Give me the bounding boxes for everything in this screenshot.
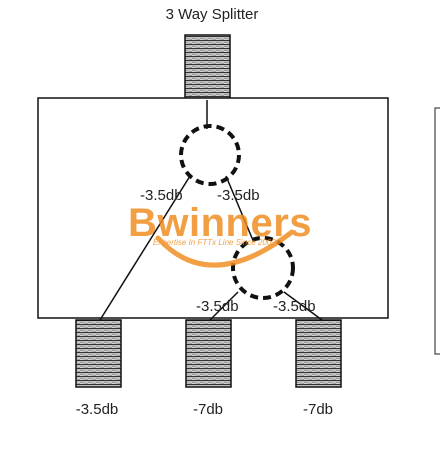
splitter-stage-1 bbox=[179, 124, 241, 186]
watermark-brand: Bwinners bbox=[128, 201, 312, 245]
output-1-label: -3.5db bbox=[76, 401, 119, 418]
output-connector-3 bbox=[295, 319, 342, 388]
splitter2-left-loss: -3.5db bbox=[196, 298, 239, 315]
fiber-to-output-2 bbox=[209, 291, 239, 321]
splitter-housing bbox=[37, 97, 389, 319]
output-2-label: -7db bbox=[193, 401, 223, 418]
watermark-logo: Bwinners Expertise In FTTx Line Since 20… bbox=[128, 201, 312, 268]
edge-panel bbox=[434, 107, 440, 355]
splitter1-left-loss: -3.5db bbox=[140, 187, 183, 204]
output-connector-1 bbox=[75, 319, 122, 388]
splitter-stage-2 bbox=[231, 236, 295, 300]
output-3-label: -7db bbox=[303, 401, 333, 418]
fiber-to-output-3 bbox=[283, 291, 323, 321]
watermark-tagline: Expertise In FTTx Line Since 2002 bbox=[153, 238, 276, 247]
output-connector-2 bbox=[185, 319, 232, 388]
input-connector bbox=[184, 34, 231, 101]
watermark-swoosh bbox=[155, 229, 295, 268]
splitter1-right-loss: -3.5db bbox=[217, 187, 260, 204]
fiber-to-output-1 bbox=[99, 175, 191, 321]
fiber-to-splitter-2 bbox=[225, 175, 253, 239]
diagram-title: 3 Way Splitter bbox=[166, 6, 259, 23]
splitter2-right-loss: -3.5db bbox=[273, 298, 316, 315]
